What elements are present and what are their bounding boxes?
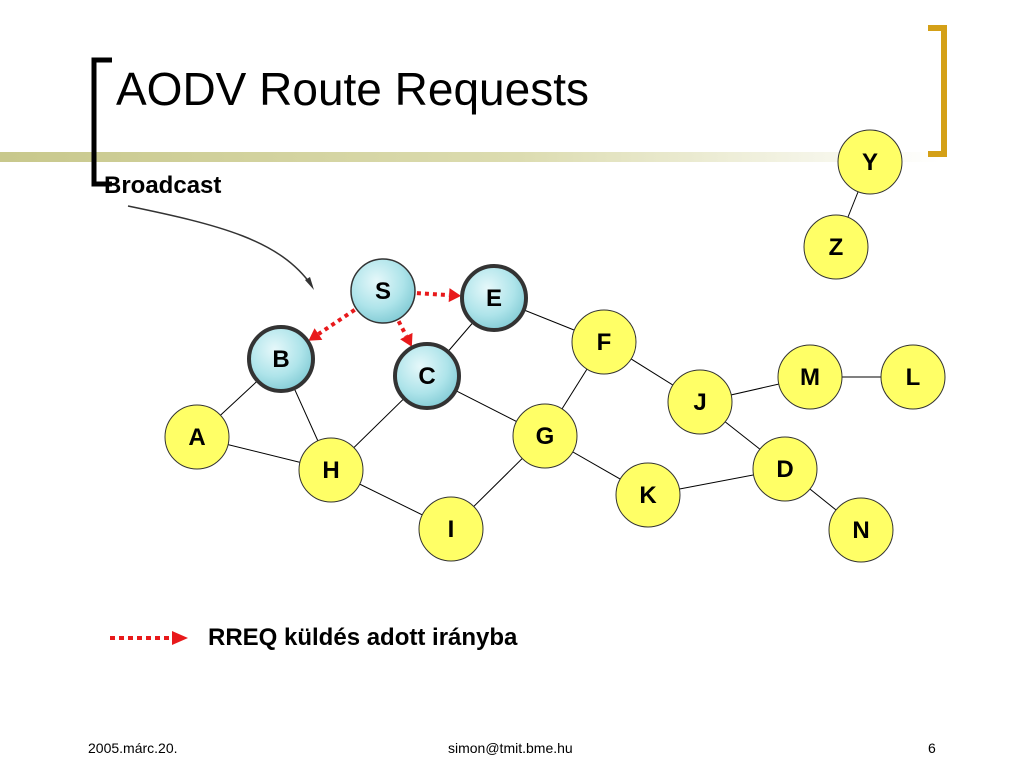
node-label: G [536,423,555,450]
node-label: I [448,516,455,543]
node-circle [164,404,230,470]
node-circle [777,344,843,410]
node-e: E [460,264,528,332]
footer-email: simon@tmit.bme.hu [448,740,573,756]
node-circle [460,264,528,332]
node-f: F [571,309,637,375]
broadcast-label: Broadcast [104,172,222,199]
node-label: C [418,363,435,390]
node-y: Y [837,129,903,195]
slide-title: AODV Route Requests [116,63,590,115]
node-label: K [639,482,657,509]
node-j: J [667,369,733,435]
node-label: D [776,456,793,483]
rreq-arrows-layer [308,288,462,347]
node-b: B [247,325,315,393]
node-label: A [188,424,205,451]
rreq-arrow-s-e [416,288,462,303]
node-m: M [777,344,843,410]
title-underline-bar [0,152,940,162]
node-circle [667,369,733,435]
node-z: Z [803,214,869,280]
node-label: E [486,285,502,312]
node-circle [298,437,364,503]
broadcast-pointer-arrow [127,205,313,287]
node-l: L [880,344,946,410]
node-circle [393,342,461,410]
node-circle [571,309,637,375]
broadcast-pointer-arrowhead [305,277,314,290]
node-label: Y [862,149,878,176]
node-c: C [393,342,461,410]
node-label: L [906,364,921,391]
node-label: B [272,346,289,373]
node-label: H [322,457,339,484]
node-i: I [418,496,484,562]
nodes-layer: S E B C A H I G F J K M L D N Y Z [164,129,946,563]
node-label: N [852,517,869,544]
node-label: Z [829,234,844,261]
right-bracket [928,25,947,157]
node-s: S [350,258,416,324]
node-circle [837,129,903,195]
left-bracket [91,57,112,187]
node-n: N [828,497,894,563]
node-h: H [298,437,364,503]
node-circle [247,325,315,393]
footer-page-number: 6 [928,740,936,756]
node-circle [803,214,869,280]
rreq-arrow-s-b [308,308,356,341]
node-d: D [752,436,818,502]
node-g: G [512,403,578,469]
legend-label: RREQ küldés adott irányba [208,624,518,651]
node-circle [752,436,818,502]
footer-date: 2005.márc.20. [88,740,178,756]
node-circle [615,462,681,528]
node-circle [418,496,484,562]
node-k: K [615,462,681,528]
node-label: F [597,329,612,356]
node-circle [828,497,894,563]
node-a: A [164,404,230,470]
node-label: J [693,389,706,416]
node-circle [512,403,578,469]
node-label: S [375,278,391,305]
node-label: M [800,364,820,391]
node-circle [880,344,946,410]
node-circle [350,258,416,324]
rreq-arrow-s-c [396,320,413,347]
